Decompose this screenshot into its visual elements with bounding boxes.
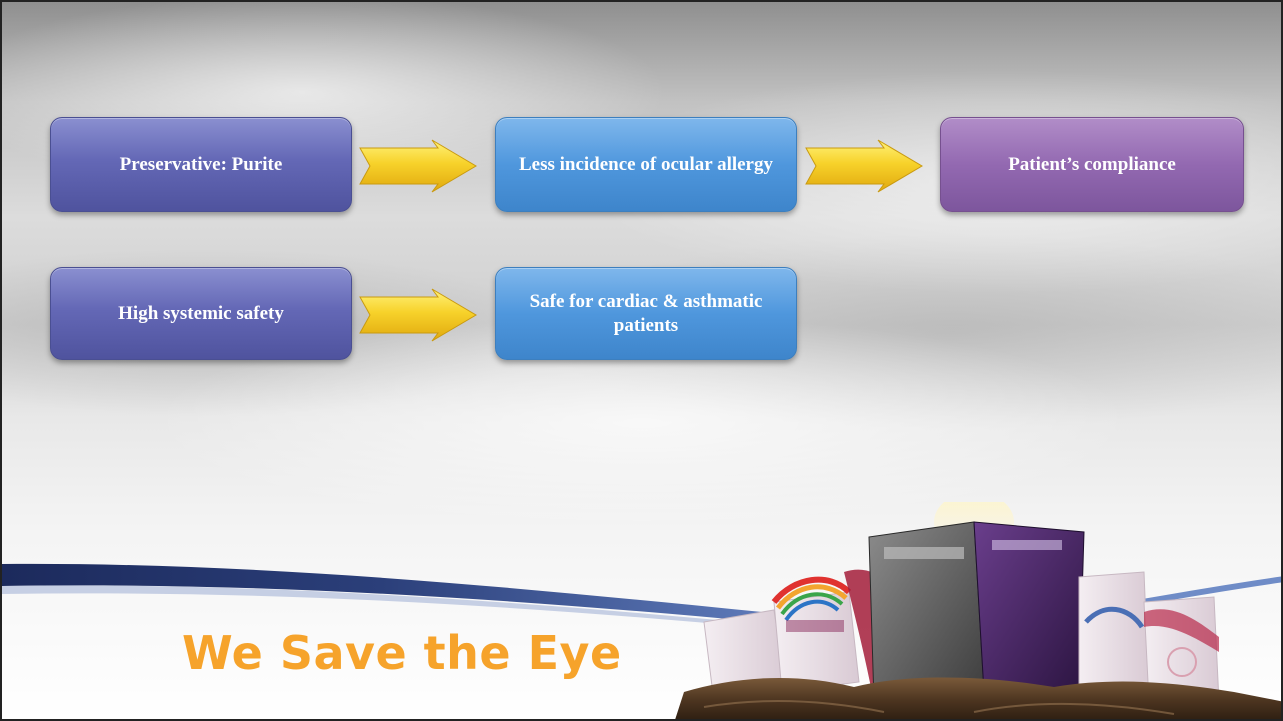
- box-patient-compliance-label: Patient’s compliance: [1008, 153, 1176, 175]
- arrow-icon: [359, 288, 477, 342]
- arrow-icon: [805, 139, 923, 193]
- box-preservative-purite-label: Preservative: Purite: [119, 153, 283, 175]
- box-safe-cardiac-asthmatic: Safe for cardiac & asthmatic patients: [495, 267, 797, 360]
- box-preservative-purite: Preservative: Purite: [50, 117, 352, 212]
- box-less-ocular-allergy-label: Less incidence of ocular allergy: [518, 153, 773, 175]
- tagline: We Save the Eye: [182, 626, 622, 680]
- box-safe-cardiac-asthmatic-label: Safe for cardiac & asthmatic patients: [529, 290, 763, 336]
- box-patient-compliance: Patient’s compliance: [940, 117, 1244, 212]
- box-high-systemic-safety: High systemic safety: [50, 267, 352, 360]
- box-less-ocular-allergy: Less incidence of ocular allergy: [495, 117, 797, 212]
- product-boxes-image: [675, 502, 1281, 719]
- box-high-systemic-safety-label: High systemic safety: [118, 302, 284, 324]
- arrow-icon: [359, 139, 477, 193]
